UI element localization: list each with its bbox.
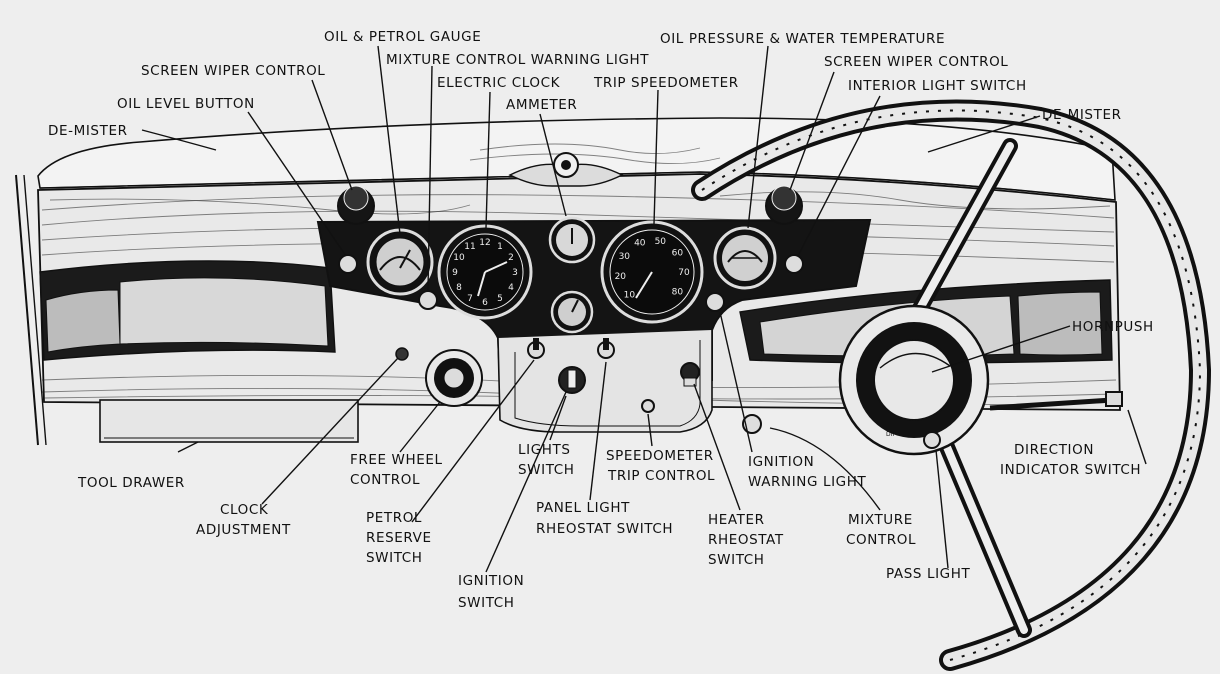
dial-numeral: 50 [655,237,667,247]
dial-numeral: 11 [464,242,475,252]
dial-numeral: 10 [453,253,465,263]
petrol-reserve-toggle[interactable] [527,338,545,359]
label-interior-light-switch: INTERIOR LIGHT SWITCH [848,78,1027,94]
dial-numeral: 6 [482,298,488,308]
dial-numeral: 3 [512,268,518,278]
label-de-mister-left: DE-MISTER [48,123,128,139]
leader-lines [141,45,1147,573]
label-pass-light: PASS LIGHT [886,566,970,582]
dial-numeral: 7 [467,294,473,304]
label-screen-wiper-control-left: SCREEN WIPER CONTROL [141,63,325,79]
screen-wiper-knob-right[interactable] [765,185,803,225]
dial-numeral: 60 [672,249,684,259]
interior-light-switch[interactable] [784,254,804,274]
label-speedometer-trip-2: TRIP CONTROL [607,468,715,484]
lights-switch-knob[interactable] [558,366,586,394]
mixture-control-knob[interactable] [742,414,762,434]
label-ignition-switch-1: IGNITION [458,573,524,589]
dial-numeral: 80 [672,288,684,298]
horn-dip-text: DIP [886,431,896,438]
label-clock-adjustment-1: CLOCK [220,502,269,518]
label-ignition-warning-1: IGNITION [748,454,814,470]
label-direction-indicator-2: INDICATOR SWITCH [1000,462,1141,478]
label-lights-switch-2: SWITCH [518,462,575,478]
label-electric-clock: ELECTRIC CLOCK [437,75,561,91]
dial-numeral: 8 [456,283,462,293]
oil-level-button[interactable] [338,254,358,274]
label-panel-light-2: RHEOSTAT SWITCH [536,521,673,537]
oil-petrol-gauge [366,228,434,296]
pass-light-button[interactable] [923,431,941,449]
dial-numeral: 70 [678,268,690,278]
label-trip-speedometer: TRIP SPEEDOMETER [593,75,739,91]
label-oil-pressure-water-temperature: OIL PRESSURE & WATER TEMPERATURE [660,31,945,47]
label-mixture-control-1: MIXTURE [848,512,913,528]
dial-numeral: 12 [479,238,490,248]
label-tool-drawer: TOOL DRAWER [77,475,185,491]
tool-drawer[interactable] [99,399,359,443]
label-ammeter: AMMETER [506,97,577,113]
dial-numeral: 2 [508,253,514,263]
dial-numeral: 9 [452,268,458,278]
label-heater-rheostat-1: HEATER [708,512,765,528]
label-direction-indicator-1: DIRECTION [1014,442,1094,458]
label-heater-rheostat-2: RHEOSTAT [708,532,784,548]
heater-rheostat-knob[interactable] [680,362,700,387]
label-lights-switch-1: LIGHTS [518,442,571,458]
label-ignition-switch-2: SWITCH [458,595,515,611]
label-free-wheel-2: CONTROL [350,472,420,488]
winged-emblem [508,152,624,187]
screen-wiper-knob-left[interactable] [337,185,375,225]
label-panel-light-1: PANEL LIGHT [536,500,630,516]
label-free-wheel-1: FREE WHEEL [350,452,443,468]
hornpush-button[interactable] [873,339,955,421]
label-hornpush: HORNPUSH [1072,319,1154,335]
label-mixture-control-2: CONTROL [846,532,916,548]
ammeter [548,216,596,264]
label-clock-adjustment-2: ADJUSTMENT [196,522,291,538]
panel-light-rheostat-toggle[interactable] [597,338,615,359]
label-petrol-reserve-1: PETROL [366,510,422,526]
label-screen-wiper-control-right: SCREEN WIPER CONTROL [824,54,1008,70]
oil-pressure-water-temperature-gauge [713,226,777,290]
dial-numeral: 4 [508,283,514,293]
label-petrol-reserve-2: RESERVE [366,530,432,546]
dial-numeral: 1 [497,242,503,252]
lower-small-dial [550,290,594,334]
label-speedometer-trip-1: SPEEDOMETER [606,448,714,464]
free-wheel-control-knob[interactable] [425,349,483,407]
dial-numeral: 40 [634,238,646,248]
label-petrol-reserve-3: SWITCH [366,550,423,566]
dial-numeral: 10 [624,291,636,301]
label-de-mister-right: DE-MISTER [1042,107,1122,123]
label-mixture-control-warning-light: MIXTURE CONTROL WARNING LIGHT [386,52,649,68]
dial-numeral: 20 [615,272,627,282]
dial-numeral: 30 [619,252,631,262]
ignition-warning-light [705,292,725,312]
label-heater-rheostat-3: SWITCH [708,552,765,568]
direction-indicator-switch[interactable] [989,391,1123,411]
label-oil-level-button: OIL LEVEL BUTTON [117,96,255,112]
clock-adjustment-knob[interactable] [395,347,409,361]
label-oil-petrol-gauge: OIL & PETROL GAUGE [324,29,481,45]
callout-labels: OIL & PETROL GAUGE MIXTURE CONTROL WARNI… [48,29,1154,611]
label-ignition-warning-2: WARNING LIGHT [748,474,866,490]
mixture-control-warning-light [418,290,438,310]
speedometer-trip-control-knob[interactable] [641,399,655,413]
dial-numeral: 5 [497,294,503,304]
